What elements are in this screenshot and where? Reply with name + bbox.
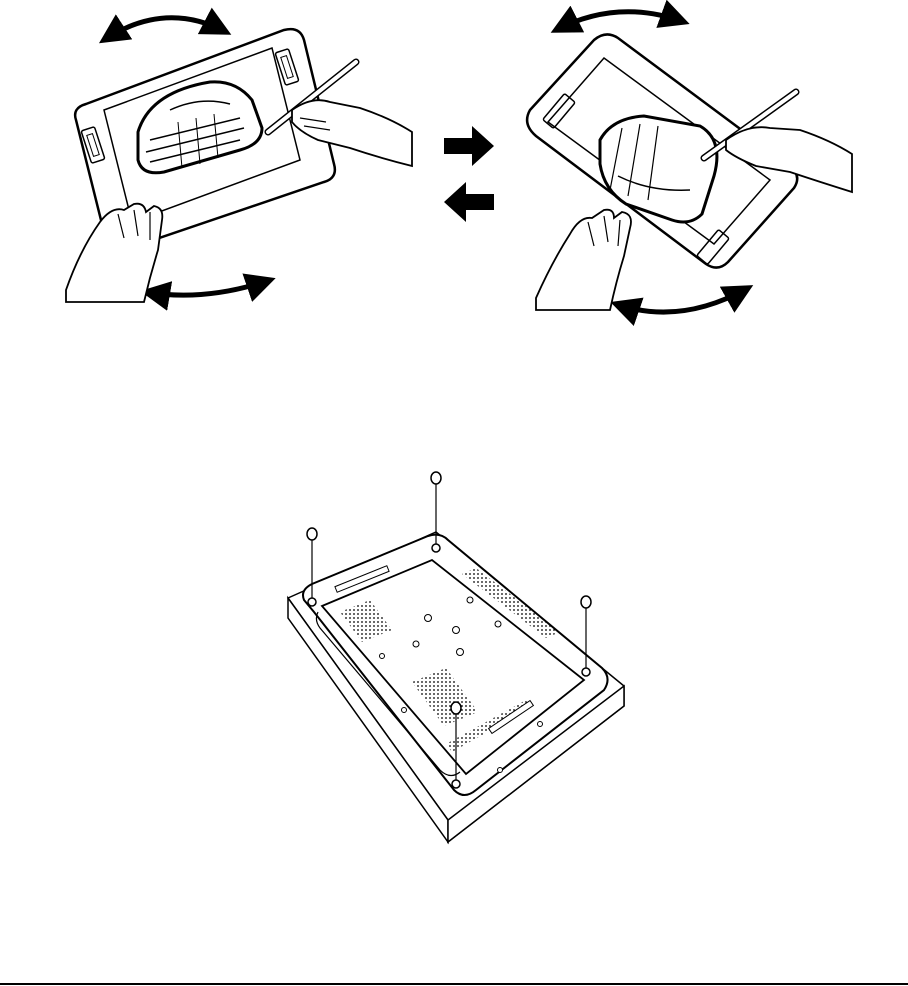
- rotate-arrow-top-left: [104, 18, 226, 40]
- left-arrow: [444, 182, 494, 222]
- car-sketch-right: [600, 116, 717, 222]
- right-tablet-view: [527, 12, 852, 312]
- rotate-arrow-top-right: [556, 12, 684, 30]
- direction-arrows: [444, 126, 494, 222]
- right-arrow: [444, 126, 494, 166]
- rotate-arrow-bottom-left: [146, 280, 270, 295]
- rotate-arrow-bottom-right: [616, 288, 748, 312]
- tablet-back-with-feet: [288, 472, 624, 842]
- left-hand-right: [536, 210, 631, 310]
- left-tablet-view: [66, 18, 412, 302]
- left-hand-left: [66, 204, 162, 302]
